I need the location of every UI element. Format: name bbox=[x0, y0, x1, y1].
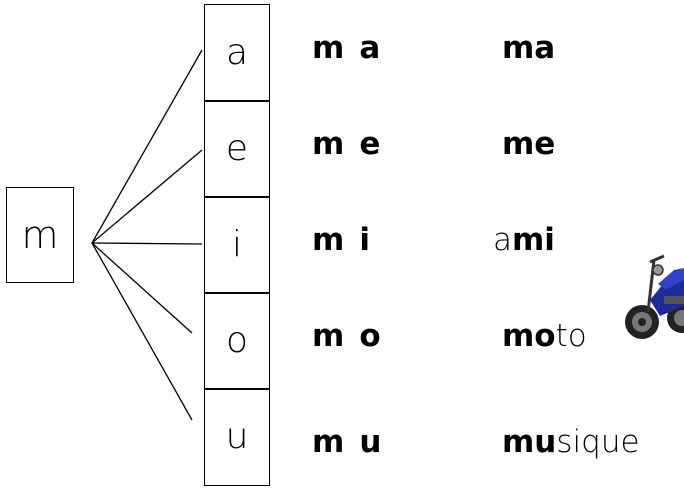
connector-line-e bbox=[91, 149, 203, 244]
vowel-box-e: e bbox=[204, 100, 270, 198]
word-moto: moto bbox=[502, 318, 587, 354]
syllable-consonant: m bbox=[312, 318, 346, 354]
connector-line-a bbox=[91, 49, 203, 244]
syllable-vowel: o bbox=[359, 318, 382, 354]
vowel-box-a: a bbox=[204, 4, 270, 102]
syllable-consonant: m bbox=[312, 30, 346, 66]
word-ma: ma bbox=[502, 30, 556, 66]
motorcycle-icon bbox=[625, 254, 684, 339]
consonant-box: m bbox=[6, 187, 74, 283]
word-me: me bbox=[502, 126, 556, 162]
vowel-box-o: o bbox=[204, 292, 270, 390]
connector-line-o bbox=[91, 242, 193, 334]
vowel-box-u: u bbox=[204, 388, 270, 486]
connector-line-u bbox=[91, 242, 193, 421]
syllable-consonant: m bbox=[312, 424, 346, 460]
connector-line-i bbox=[91, 242, 203, 245]
syllable-vowel: u bbox=[359, 424, 383, 460]
syllable-vowel: e bbox=[359, 126, 382, 162]
vowel-box-i: i bbox=[204, 196, 270, 294]
syllable-consonant: m bbox=[312, 222, 346, 258]
word-musique: musique bbox=[502, 424, 640, 460]
word-ami: ami bbox=[493, 222, 555, 258]
syllable-consonant: m bbox=[312, 126, 346, 162]
syllable-vowel: a bbox=[359, 30, 382, 66]
syllable-vowel: i bbox=[359, 222, 371, 258]
